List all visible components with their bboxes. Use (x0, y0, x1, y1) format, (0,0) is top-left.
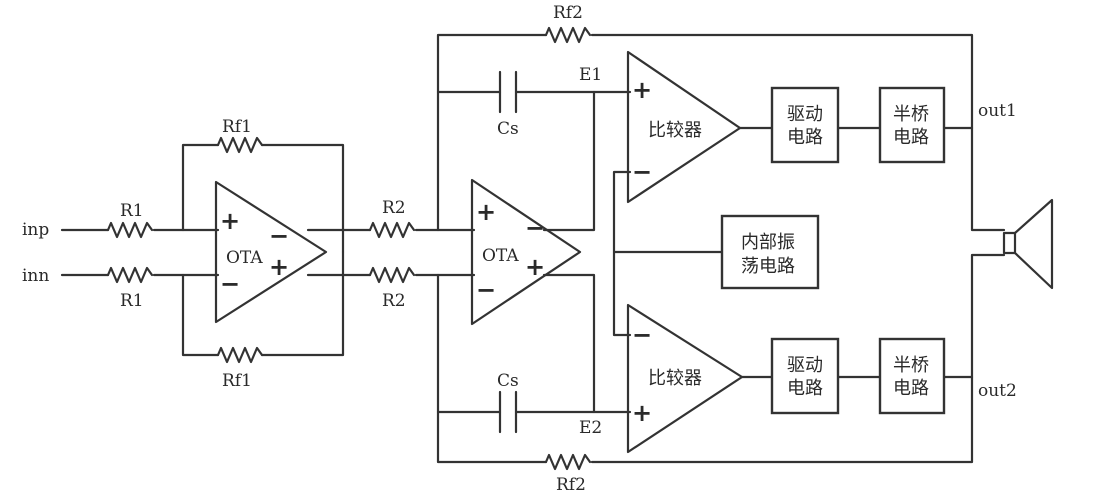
label-cs-top: Cs (497, 119, 519, 139)
label-cs-bottom: Cs (497, 371, 519, 391)
oscillator-block (720, 214, 820, 290)
ota1-out-plus-sign: + (269, 253, 289, 281)
label-out1: out1 (978, 101, 1017, 121)
rf1-bottom-wire (181, 250, 345, 357)
capacitor-cs-top (498, 70, 518, 114)
half-bridge-block-top (878, 86, 946, 164)
oscillator-line1: 内部振 (741, 232, 795, 253)
driver-block-bottom (770, 337, 840, 415)
label-inn: inn (22, 266, 49, 286)
comparator-top-label: 比较器 (648, 120, 702, 141)
cs-bottom-wire (436, 273, 596, 414)
comparator-top-shape (626, 50, 742, 204)
ota1-plus-sign: + (220, 207, 240, 235)
comp-top-minus-sign: − (632, 158, 652, 186)
resistor-rf1-bottom (216, 346, 264, 364)
resistor-r1-bottom (106, 266, 154, 284)
label-rf2-top: Rf2 (553, 3, 583, 23)
ota2-plus-sign: + (476, 198, 496, 226)
label-rf1-bottom: Rf1 (222, 371, 252, 391)
comp-bottom-plus-sign: + (632, 399, 652, 427)
resistor-r1-top (106, 221, 154, 239)
driver-bottom-line1: 驱动 (787, 355, 823, 376)
resistor-r2-top (368, 221, 416, 239)
half-bridge-top-line1: 半桥 (893, 104, 929, 125)
label-r2-bottom: R2 (382, 291, 406, 311)
label-ota2: OTA (482, 246, 519, 266)
rf2-bottom-wire (436, 273, 974, 464)
ota2-out-plus-sign: + (525, 253, 545, 281)
resistor-r2-bottom (368, 266, 416, 284)
driver-top-line2: 电路 (787, 127, 823, 148)
label-rf1-top: Rf1 (222, 117, 252, 137)
oscillator-line2: 荡电路 (741, 256, 795, 277)
cs-top-wire (436, 90, 596, 232)
ota1-out-minus-sign: − (269, 222, 289, 250)
label-rf2-bottom: Rf2 (556, 475, 586, 495)
driver-top-line1: 驱动 (787, 104, 823, 125)
rf1-top-wire (181, 143, 345, 254)
speaker-icon (1002, 198, 1054, 290)
label-inp: inp (22, 220, 49, 240)
label-ota1: OTA (226, 248, 263, 268)
comp-top-plus-sign: + (632, 76, 652, 104)
capacitor-cs-bottom (498, 390, 518, 434)
label-r1-top: R1 (120, 201, 144, 221)
comp-bottom-minus-sign: − (632, 321, 652, 349)
ota1-minus-sign: − (220, 270, 240, 298)
label-e1: E1 (579, 65, 602, 85)
input-wires (60, 228, 220, 277)
label-r2-top: R2 (382, 198, 406, 218)
ota2-amplifier (470, 178, 582, 326)
resistor-rf1-top (216, 136, 264, 154)
label-e2: E2 (579, 418, 602, 438)
half-bridge-bottom-line2: 电路 (893, 378, 929, 399)
half-bridge-bottom-line1: 半桥 (893, 355, 929, 376)
speaker-wires (970, 126, 1006, 379)
resistor-rf2-top (544, 26, 592, 44)
label-r1-bottom: R1 (120, 291, 144, 311)
ota1-amplifier (214, 180, 328, 324)
driver-block-top (770, 86, 840, 164)
resistor-rf2-bottom (544, 453, 592, 471)
half-bridge-block-bottom (878, 337, 946, 415)
label-out2: out2 (978, 381, 1017, 401)
driver-bottom-line2: 电路 (787, 378, 823, 399)
oscillator-wires (612, 170, 724, 337)
comparator-bottom-shape (626, 303, 744, 454)
half-bridge-top-line2: 电路 (893, 127, 929, 148)
comparator-bottom-label: 比较器 (648, 368, 702, 389)
ota1-output-wires (306, 228, 476, 277)
ota2-out-minus-sign: − (525, 214, 545, 242)
rf2-top-wire (436, 33, 974, 232)
ota2-minus-sign: − (476, 276, 496, 304)
